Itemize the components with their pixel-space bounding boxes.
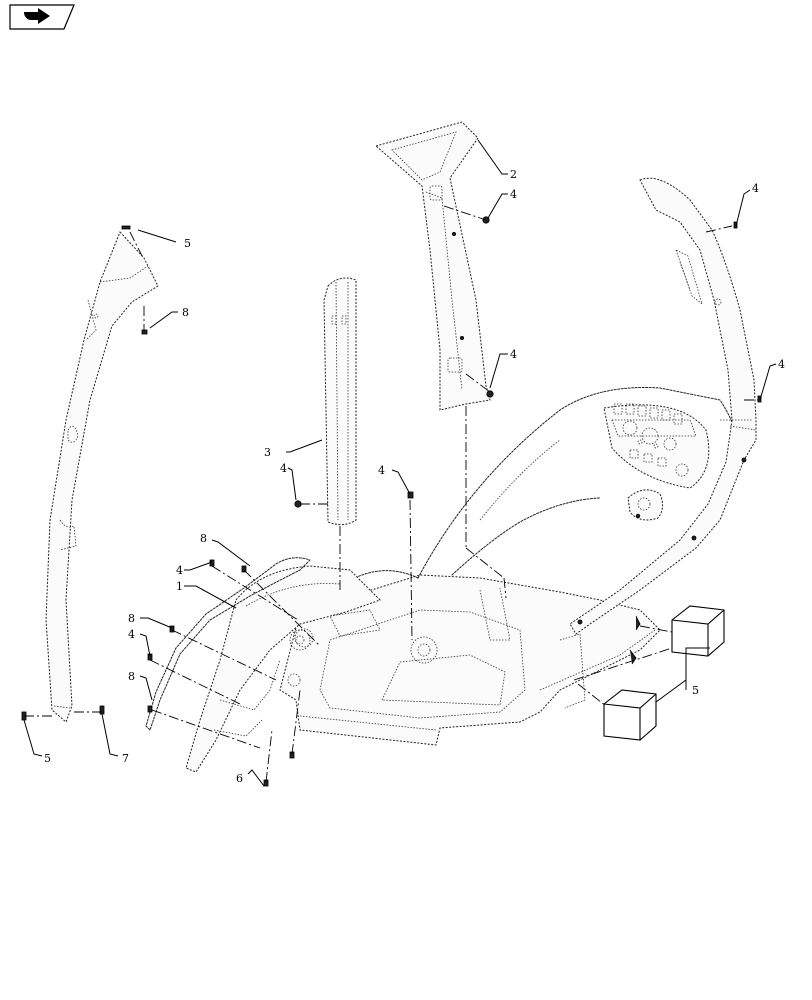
left-long-trim	[45, 231, 159, 723]
callout-7: 7	[122, 752, 129, 765]
callout-4-arch-lower: 4	[128, 628, 135, 641]
right-pillar-trim	[569, 177, 757, 635]
center-pillar-trim	[374, 121, 491, 411]
leader-lines	[23, 139, 777, 787]
callout-1: 1	[176, 580, 183, 593]
callout-6: 5	[692, 684, 699, 697]
callout-4-pillar-top: 4	[510, 188, 517, 201]
arrow-right-icon	[9, 4, 75, 30]
callout-4-right-mid: 4	[778, 358, 785, 371]
control-pod	[627, 489, 664, 521]
callout-4-right-top: 4	[752, 182, 759, 195]
assembly-centerlines	[24, 205, 758, 783]
callout-labels: 5 8 2 4 4 4 4 3 4 4 8 4 1 8 4 8 5 7 6 5	[44, 168, 785, 785]
callout-4-arch: 4	[176, 564, 183, 577]
cab-floor-assembly	[279, 573, 661, 746]
callout-8-arch-upper: 8	[128, 612, 135, 625]
channel-trim	[323, 277, 357, 526]
callout-4-center: 4	[378, 464, 385, 477]
callout-4-channel: 4	[280, 462, 287, 475]
callout-5-bottom-left: 5	[44, 752, 51, 765]
callout-3: 3	[264, 446, 271, 459]
callout-4-pillar-bottom: 4	[510, 348, 517, 361]
callout-8-left-trim: 8	[182, 306, 189, 319]
thin-trim-strip	[145, 557, 311, 731]
foam-blocks	[603, 605, 725, 741]
next-page-button[interactable]	[8, 4, 76, 30]
callout-8-strip: 8	[200, 532, 207, 545]
wheel-arch-cover	[185, 565, 381, 773]
callout-5-top-left: 5	[184, 237, 191, 250]
callout-2: 2	[510, 168, 517, 181]
instrument-panel	[603, 403, 710, 489]
callout-5-bottom-center: 6	[236, 772, 243, 785]
callout-8-arch-lower: 8	[128, 670, 135, 683]
